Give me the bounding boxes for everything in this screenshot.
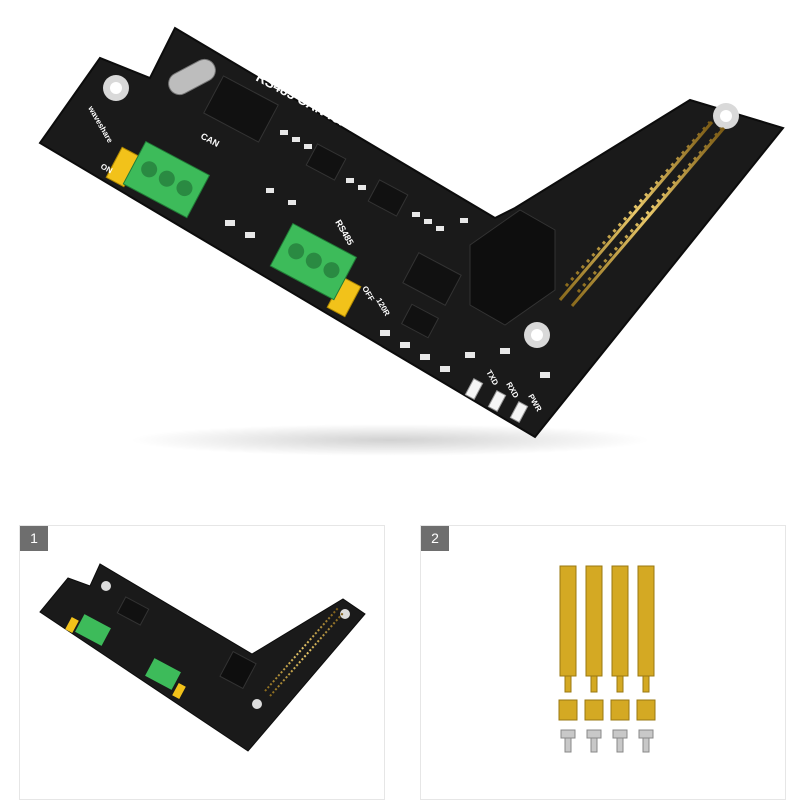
ic-chip bbox=[203, 75, 279, 143]
thumbnail-index-badge: 1 bbox=[20, 526, 48, 551]
brass-nuts bbox=[558, 699, 656, 721]
main-product-image[interactable]: RS485 CAN for Jetson Nano waveshare CAN … bbox=[0, 0, 800, 500]
ic-chip bbox=[402, 252, 462, 306]
rs485-terminal-block bbox=[269, 222, 358, 301]
thumbnail-index-badge: 2 bbox=[421, 526, 449, 551]
smd-components bbox=[225, 130, 550, 378]
can-terminal-block bbox=[122, 140, 211, 219]
gpio-header-40pin bbox=[558, 121, 726, 307]
mounting-hole bbox=[524, 322, 550, 348]
thumbnail-1[interactable]: 1 bbox=[19, 525, 385, 800]
status-leds bbox=[464, 378, 529, 423]
mounting-hole bbox=[713, 103, 739, 129]
brass-standoffs bbox=[559, 565, 655, 693]
steel-screws bbox=[560, 729, 654, 753]
thumbnail-2[interactable]: 2 bbox=[420, 525, 786, 800]
ic-chip bbox=[400, 303, 440, 339]
crystal-oscillator bbox=[168, 58, 216, 96]
ic-chip bbox=[305, 143, 347, 181]
ic-chip bbox=[367, 179, 409, 217]
thumbnail-standoffs-image bbox=[558, 565, 656, 753]
board-shadow bbox=[130, 424, 650, 456]
pcb-board bbox=[38, 26, 785, 439]
isolated-power-module bbox=[469, 209, 556, 326]
thumbnail-board-image bbox=[39, 563, 366, 752]
mounting-hole bbox=[103, 75, 129, 101]
board-illustration: RS485 CAN for Jetson Nano waveshare CAN … bbox=[38, 26, 785, 456]
